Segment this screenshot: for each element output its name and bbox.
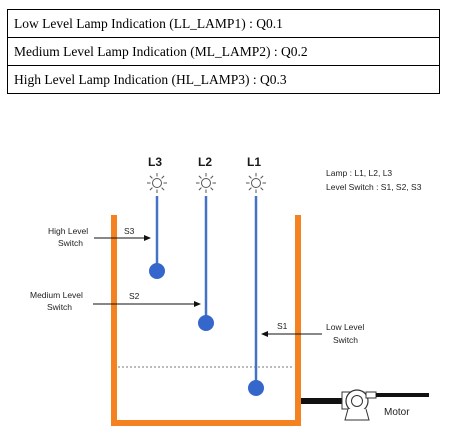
- lamp-bulb-icon: [246, 173, 266, 193]
- lamp-label-l1: L1: [247, 155, 261, 169]
- low-level-label: Low Level: [326, 322, 364, 332]
- lamp-label-l2: L2: [198, 155, 212, 169]
- table-cell: High Level Lamp Indication (HL_LAMP3) : …: [7, 65, 440, 94]
- lamp-bulb-icon: [196, 173, 216, 193]
- table-row: Medium Level Lamp Indication (ML_LAMP2) …: [7, 37, 440, 66]
- lamp-legend: Lamp : L1, L2, L3: [326, 168, 392, 178]
- switch-label-s1: S1: [277, 321, 288, 331]
- motor-label: Motor: [384, 407, 410, 418]
- outlet-pipe: [301, 398, 346, 404]
- high-level-label-line2: Switch: [58, 238, 83, 248]
- lamp-label-l3: L3: [148, 155, 162, 169]
- table-row: High Level Lamp Indication (HL_LAMP3) : …: [7, 65, 440, 94]
- float-ball: [198, 315, 214, 331]
- io-assignment-table: Low Level Lamp Indication (LL_LAMP1) : Q…: [7, 9, 440, 94]
- switch-label-s2: S2: [129, 291, 140, 301]
- float-ball: [248, 380, 264, 396]
- lamp-bulb-icon: [147, 173, 167, 193]
- medium-level-label-line2: Switch: [47, 302, 72, 312]
- table-cell: Low Level Lamp Indication (LL_LAMP1) : Q…: [7, 9, 440, 38]
- pump-motor-icon: [341, 389, 429, 421]
- low-level-label-line2: Switch: [333, 335, 358, 345]
- medium-level-label: Medium Level: [30, 290, 83, 300]
- high-level-label: High Level: [48, 226, 88, 236]
- float-ball: [149, 263, 165, 279]
- table-row: Low Level Lamp Indication (LL_LAMP1) : Q…: [7, 9, 440, 38]
- switch-label-s3: S3: [124, 226, 135, 236]
- tank: [111, 215, 301, 426]
- table-cell: Medium Level Lamp Indication (ML_LAMP2) …: [7, 37, 440, 66]
- switch-legend: Level Switch : S1, S2, S3: [326, 182, 422, 192]
